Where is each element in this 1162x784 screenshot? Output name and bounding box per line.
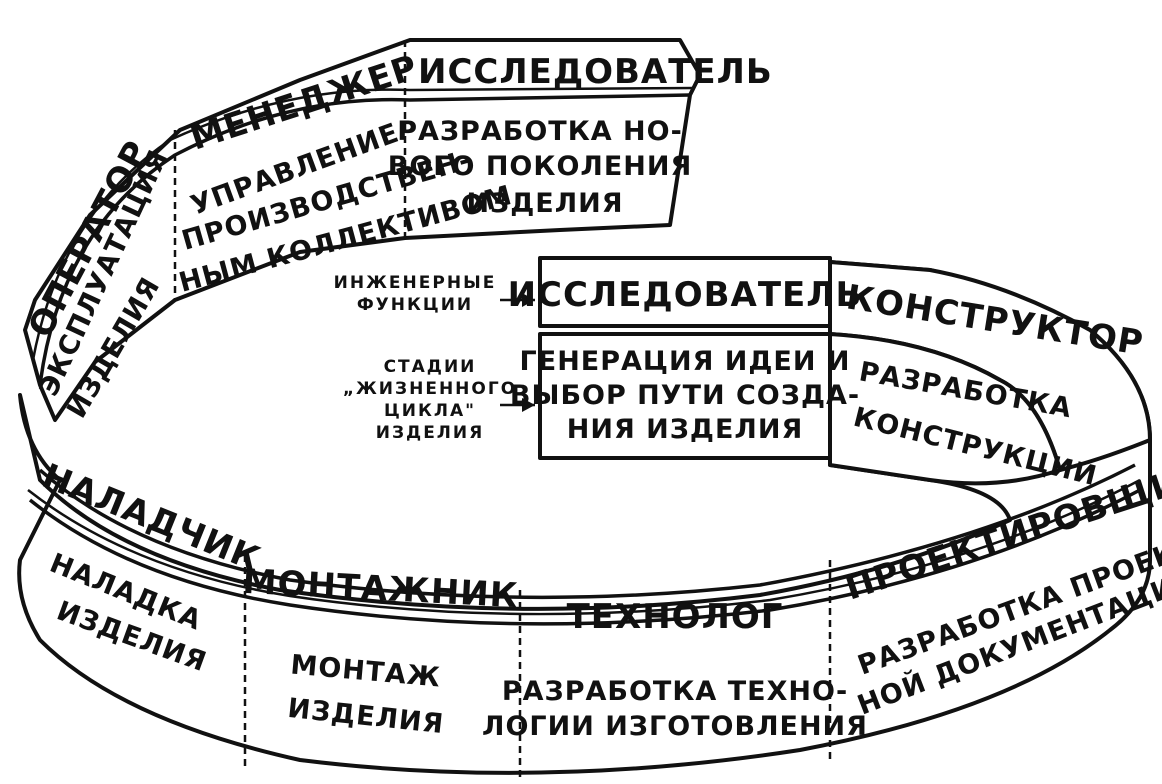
designer-stage-panel: [828, 332, 1062, 486]
stages-label-line-3: ЦИКЛА": [384, 401, 476, 421]
lower-band-top-edge-2: [38, 463, 1136, 600]
segment-0-stage-line-1: ГЕНЕРАЦИЯ ИДЕИ И: [520, 346, 851, 377]
functions-label-line-2: ФУНКЦИИ: [357, 295, 473, 315]
start-stage-box: [538, 332, 832, 460]
segment-8-stage-line-2: ВОГО ПОКОЛЕНИЯ: [388, 151, 693, 182]
segment-3-stage-line-1: РАЗРАБОТКА ТЕХНО-: [502, 676, 848, 707]
lower-band-mid-edge-2: [27, 478, 1141, 616]
segment-0-stage-line-2: ВЫБОР ПУТИ СОЗДА-: [510, 380, 860, 411]
stages-label-line-4: ИЗДЕЛИЯ: [376, 423, 485, 443]
segment-0-role: ИССЛЕДОВАТЕЛЬ: [508, 275, 863, 315]
segment-8-role: ИССЛЕДОВАТЕЛЬ: [418, 52, 773, 92]
upper-band-fill: [23, 38, 702, 422]
segment-3-role: ТЕХНОЛОГ: [567, 597, 784, 637]
stages-arrowhead: [522, 398, 535, 412]
segment-8-stage-line-3: ИЗДЕЛИЯ: [466, 188, 623, 219]
stages-label-line-2: „ЖИЗНЕННОГО: [343, 379, 517, 399]
segment-3-stage-line-2: ЛОГИИ ИЗГОТОВЛЕНИЯ: [482, 711, 868, 742]
functions-arrowhead: [522, 293, 535, 307]
functions-label-line-1: ИНЖЕНЕРНЫЕ: [334, 273, 497, 293]
segment-0-stage-line-3: НИЯ ИЗДЕЛИЯ: [567, 414, 803, 445]
upper-band-mid-edge-2: [31, 86, 696, 361]
stages-label-line-1: СТАДИИ: [384, 357, 477, 377]
segment-8-stage-line-1: РАЗРАБОТКА НО-: [397, 116, 683, 147]
lower-band-mid-edge: [28, 488, 1141, 626]
